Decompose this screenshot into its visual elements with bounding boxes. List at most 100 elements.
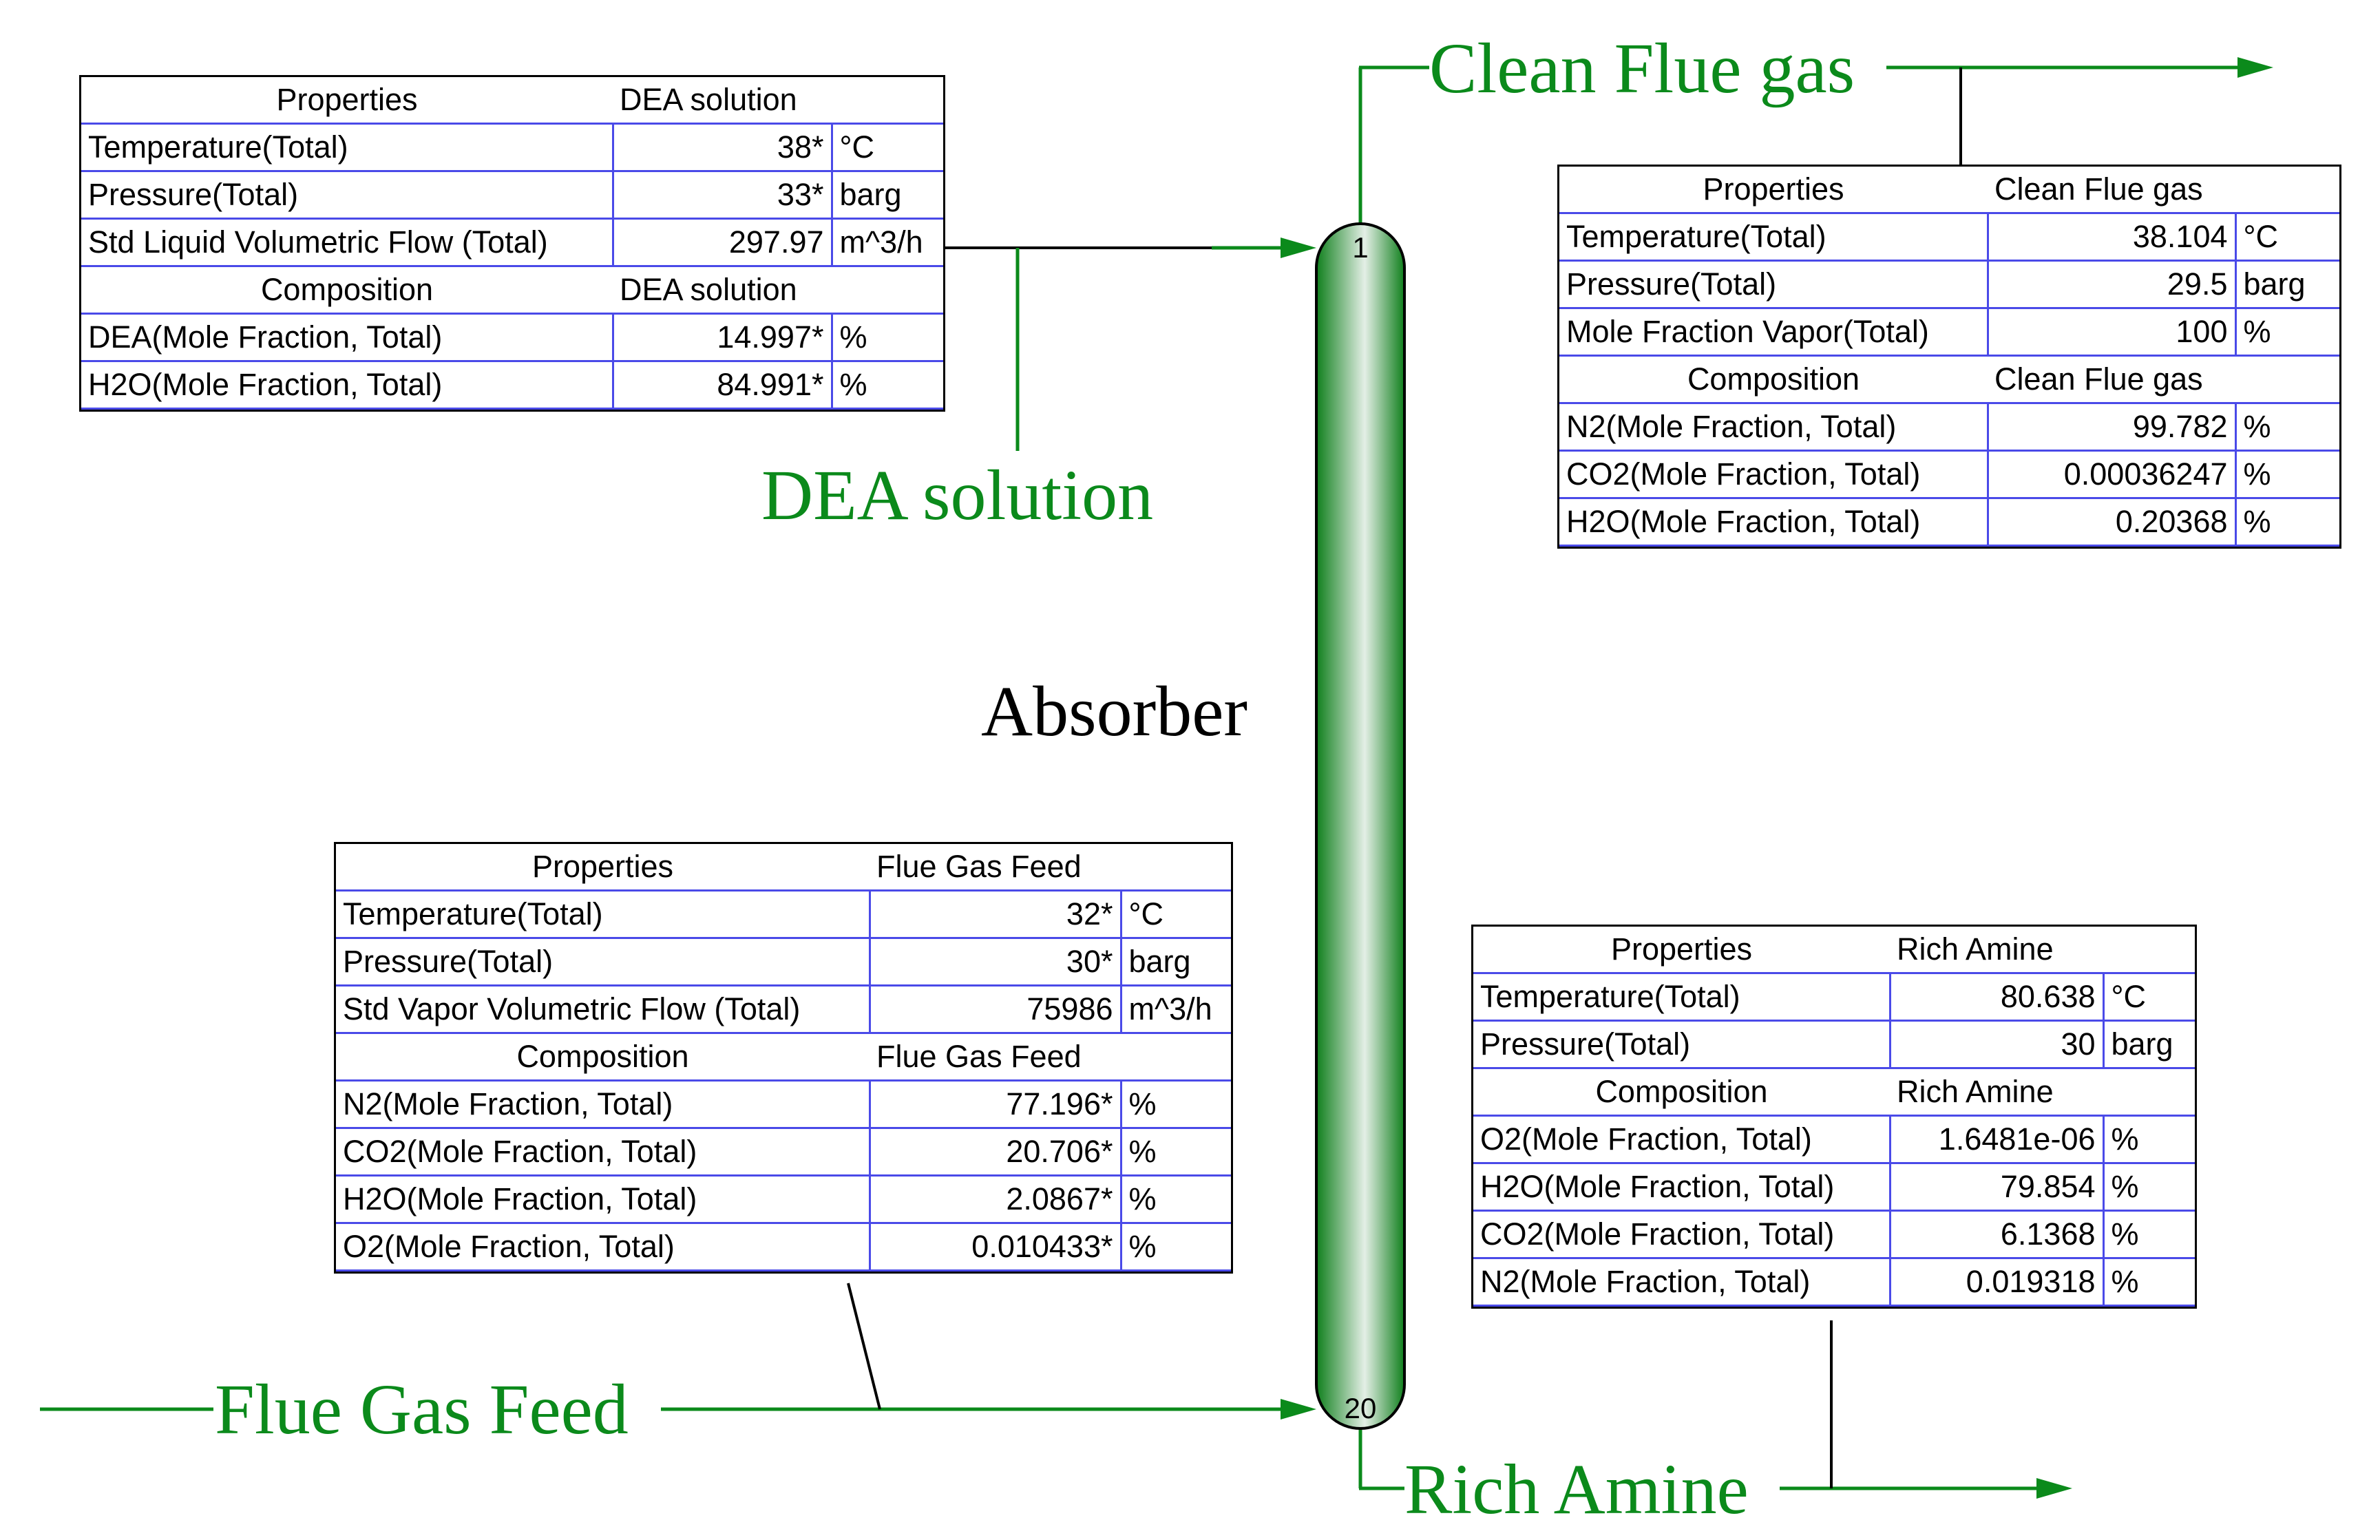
header-properties: Properties [81, 77, 613, 125]
table-row: H2O(Mole Fraction, Total) 2.0867* % [336, 1175, 1231, 1224]
flue-gas-feed-table: Properties Flue Gas Feed Temperature(Tot… [334, 842, 1233, 1274]
component-value[interactable]: 0.00036247 [1988, 450, 2237, 499]
table-row: Temperature(Total) 38.104 °C [1559, 213, 2339, 262]
component-value[interactable]: 6.1368 [1890, 1210, 2105, 1259]
table-row: H2O(Mole Fraction, Total) 0.20368 % [1559, 498, 2339, 547]
tray-label-top: 1 [1352, 231, 1369, 264]
component-value[interactable]: 14.997* [613, 313, 833, 362]
component-name: H2O(Mole Fraction, Total) [81, 361, 614, 410]
table-row: N2(Mole Fraction, Total) 0.019318 % [1473, 1258, 2195, 1307]
property-unit: barg [832, 171, 943, 220]
table-header-row: Composition Flue Gas Feed [336, 1033, 1231, 1082]
property-name: Temperature(Total) [336, 890, 871, 939]
component-unit: % [1121, 1128, 1231, 1177]
component-value[interactable]: 84.991* [613, 361, 833, 410]
absorber-label: Absorber [981, 672, 1248, 751]
property-value[interactable]: 32* [870, 890, 1122, 939]
component-name: O2(Mole Fraction, Total) [336, 1223, 871, 1272]
component-name: H2O(Mole Fraction, Total) [336, 1175, 871, 1224]
component-value[interactable]: 2.0867* [870, 1175, 1122, 1224]
property-name: Std Vapor Volumetric Flow (Total) [336, 985, 871, 1034]
component-value[interactable]: 99.782 [1988, 403, 2237, 452]
table-row: Pressure(Total) 33* barg [81, 171, 943, 220]
table-row: CO2(Mole Fraction, Total) 6.1368 % [1473, 1210, 2195, 1259]
property-name: Pressure(Total) [81, 171, 614, 220]
property-unit: °C [1121, 890, 1231, 939]
component-value[interactable]: 0.20368 [1988, 498, 2237, 547]
component-value[interactable]: 0.010433* [870, 1223, 1122, 1272]
property-name: Std Liquid Volumetric Flow (Total) [81, 218, 614, 267]
component-unit: % [832, 313, 943, 362]
table-row: Mole Fraction Vapor(Total) 100 % [1559, 308, 2339, 357]
property-value[interactable]: 100 [1988, 308, 2237, 357]
component-unit: % [2103, 1210, 2195, 1259]
table-header-row: Composition Clean Flue gas [1559, 355, 2339, 404]
component-name: H2O(Mole Fraction, Total) [1559, 498, 1989, 547]
table-row: H2O(Mole Fraction, Total) 79.854 % [1473, 1163, 2195, 1212]
property-value[interactable]: 30* [870, 938, 1122, 987]
stream-dea-solution[interactable] [945, 238, 1316, 451]
property-value[interactable]: 38.104 [1988, 213, 2237, 262]
component-value[interactable]: 20.706* [870, 1128, 1122, 1177]
header-stream: Clean Flue gas [1988, 167, 2339, 214]
table-row: Pressure(Total) 30* barg [336, 938, 1231, 987]
property-name: Pressure(Total) [336, 938, 871, 987]
table-row: Temperature(Total) 32* °C [336, 890, 1231, 939]
property-value[interactable]: 75986 [870, 985, 1122, 1034]
table-header-row: Properties Flue Gas Feed [336, 844, 1231, 892]
header-composition: Composition [81, 266, 613, 315]
table-header-row: Composition DEA solution [81, 266, 943, 315]
component-unit: % [2103, 1163, 2195, 1212]
stream-flue-gas-feed[interactable] [40, 1283, 1316, 1420]
stream-rich-amine[interactable] [1358, 1320, 2072, 1499]
header-composition: Composition [1559, 355, 1988, 404]
property-value[interactable]: 33* [613, 171, 833, 220]
component-unit: % [2103, 1258, 2195, 1307]
header-properties: Properties [336, 844, 870, 892]
tray-label-bottom: 20 [1344, 1392, 1377, 1424]
component-unit: % [1121, 1223, 1231, 1272]
component-value[interactable]: 0.019318 [1890, 1258, 2105, 1307]
property-name: Pressure(Total) [1473, 1020, 1891, 1069]
table-row: CO2(Mole Fraction, Total) 0.00036247 % [1559, 450, 2339, 499]
component-value[interactable]: 79.854 [1890, 1163, 2105, 1212]
component-name: O2(Mole Fraction, Total) [1473, 1115, 1891, 1164]
property-value[interactable]: 30 [1890, 1020, 2105, 1069]
property-value[interactable]: 297.97 [613, 218, 833, 267]
table-row: O2(Mole Fraction, Total) 1.6481e-06 % [1473, 1115, 2195, 1164]
component-unit: % [1121, 1080, 1231, 1129]
header-stream: DEA solution [613, 266, 943, 315]
header-properties: Properties [1473, 927, 1890, 974]
component-unit: % [2103, 1115, 2195, 1164]
component-name: N2(Mole Fraction, Total) [1559, 403, 1989, 452]
table-row: O2(Mole Fraction, Total) 0.010433* % [336, 1223, 1231, 1272]
stream-label-dea-solution: DEA solution [761, 456, 1154, 535]
header-stream: Rich Amine [1890, 927, 2195, 974]
table-row: H2O(Mole Fraction, Total) 84.991* % [81, 361, 943, 410]
rich-amine-table: Properties Rich Amine Temperature(Total)… [1471, 925, 2197, 1309]
property-unit: % [2235, 308, 2339, 357]
header-properties: Properties [1559, 167, 1988, 214]
property-unit: m^3/h [832, 218, 943, 267]
component-value[interactable]: 77.196* [870, 1080, 1122, 1129]
header-stream: Flue Gas Feed [870, 1033, 1231, 1082]
stream-label-flue-gas-feed: Flue Gas Feed [215, 1370, 629, 1449]
header-composition: Composition [336, 1033, 870, 1082]
table-row: Std Liquid Volumetric Flow (Total) 297.9… [81, 218, 943, 267]
header-stream: Clean Flue gas [1988, 355, 2339, 404]
property-unit: barg [1121, 938, 1231, 987]
absorber-column[interactable] [1315, 222, 1406, 1430]
property-unit: °C [2103, 973, 2195, 1022]
table-header-row: Composition Rich Amine [1473, 1068, 2195, 1117]
property-value[interactable]: 29.5 [1988, 260, 2237, 309]
component-value[interactable]: 1.6481e-06 [1890, 1115, 2105, 1164]
stream-label-clean-flue-gas: Clean Flue gas [1429, 29, 1855, 108]
table-row: Pressure(Total) 30 barg [1473, 1020, 2195, 1069]
property-unit: barg [2235, 260, 2339, 309]
property-value[interactable]: 80.638 [1890, 973, 2105, 1022]
property-unit: °C [2235, 213, 2339, 262]
component-name: CO2(Mole Fraction, Total) [336, 1128, 871, 1177]
stream-clean-flue-gas[interactable] [1358, 57, 2273, 231]
property-value[interactable]: 38* [613, 123, 833, 172]
component-name: H2O(Mole Fraction, Total) [1473, 1163, 1891, 1212]
